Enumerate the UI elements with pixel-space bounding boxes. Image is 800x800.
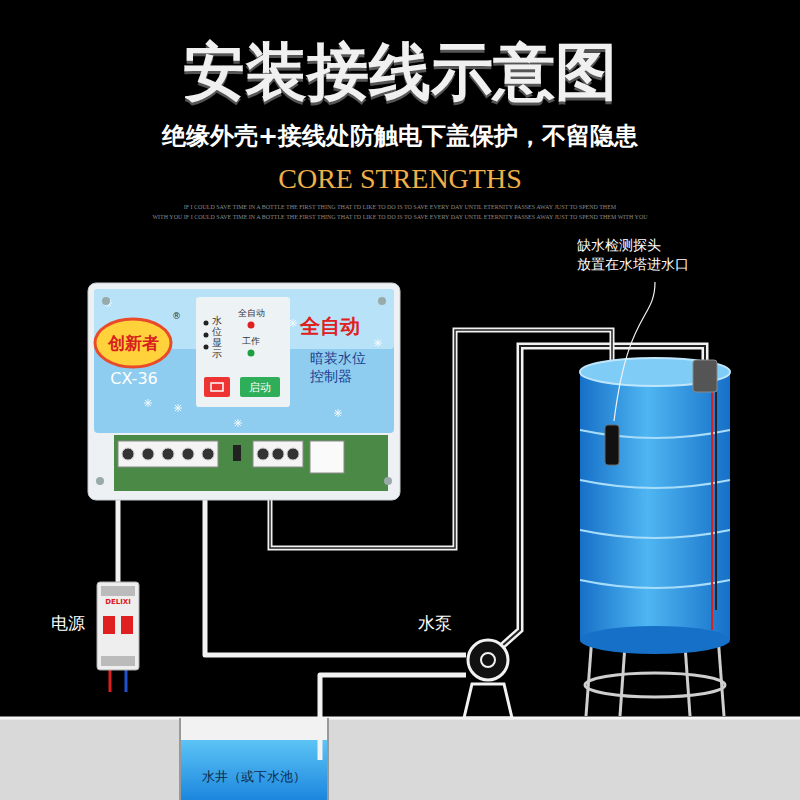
suction-pipe [318, 718, 323, 760]
wire [116, 500, 121, 582]
terminal [101, 586, 135, 596]
subtitle: 绝缘外壳+接线处防触电下盖保护，不留隐患 [0, 120, 800, 152]
terminal-screw [272, 448, 284, 460]
well-wall [327, 718, 329, 800]
outline [95, 582, 141, 670]
mount-hole [96, 477, 104, 485]
well-water [180, 740, 328, 800]
outline [466, 638, 510, 682]
breaker-body [97, 582, 139, 670]
part-label: 电源 [51, 612, 85, 635]
watermark: WITH YOU IF I COULD SAVE TIME IN A BOTTL… [0, 214, 800, 220]
indicator-label: 工作 [242, 335, 260, 348]
start-button: 启动 [240, 377, 280, 397]
controller-box: 创新者 CX-36 水位显示 全自动工作 全自动暗装水位控制器 ® 启动 [88, 283, 400, 500]
snowflake [334, 409, 342, 417]
tank-cap [693, 360, 717, 392]
well-shaft [180, 718, 328, 800]
front-panel [94, 289, 394, 433]
button-icon [211, 383, 223, 391]
toggle [121, 616, 133, 634]
led [204, 333, 209, 338]
probe [605, 425, 619, 465]
mount-hole [378, 297, 386, 305]
title: 安装接线示意图 [0, 30, 800, 114]
snowflake [174, 404, 182, 412]
led [248, 322, 255, 329]
wire [205, 500, 466, 655]
wire [320, 675, 466, 718]
brand-label: DELIXI [95, 598, 141, 606]
terminal-block [118, 441, 218, 467]
power-wire [109, 670, 112, 692]
pump-base [464, 684, 512, 718]
stop-button [204, 377, 230, 397]
pump-housing [468, 640, 508, 680]
part-label: 水井（或下水池） [180, 768, 328, 786]
terminal-screw [202, 448, 214, 460]
button-label: 启动 [240, 380, 280, 395]
logo-text: 创新者 [96, 332, 170, 355]
ground-edge [0, 717, 800, 720]
terminal-screw [182, 448, 194, 460]
water-tower [580, 358, 730, 654]
circuit-breaker: 电源DELIXI [95, 582, 141, 670]
terminal-block [253, 441, 303, 467]
well-wall [179, 718, 181, 800]
snowflake [234, 419, 242, 427]
led [248, 350, 255, 357]
indicator-label: 全自动 [238, 307, 265, 320]
terminal-screw [287, 448, 299, 460]
trademark: ® [172, 311, 181, 321]
indicator-label: 水位显示 [212, 315, 222, 359]
mount-hole [384, 477, 392, 485]
terminal-screw [257, 448, 269, 460]
terminal-screw [142, 448, 154, 460]
led [204, 321, 209, 326]
led [204, 345, 209, 350]
terminal-screw [162, 448, 174, 460]
mount-hole [102, 297, 110, 305]
part-label: 水泵 [418, 612, 452, 635]
logo [95, 319, 171, 367]
water-pump: 水泵 [466, 638, 510, 682]
snowflake [144, 399, 152, 407]
ground [0, 718, 800, 800]
toggle [103, 616, 115, 634]
snowflake [289, 319, 297, 327]
watermark: IF I COULD SAVE TIME IN A BOTTLE THE FIR… [0, 204, 800, 210]
terminal-screw [122, 448, 134, 460]
power-wire [125, 670, 128, 692]
button-face [240, 377, 280, 397]
product-label: 全自动 [300, 313, 360, 340]
dip-switch [233, 445, 241, 461]
circuit-board [114, 435, 388, 491]
housing [88, 283, 400, 500]
product-label: 暗装水位控制器 [310, 349, 374, 385]
pump-impeller [481, 653, 495, 667]
outline [180, 718, 328, 800]
snowflake [374, 339, 382, 347]
callout: 缺水检测探头 放置在水塔进水口 [577, 236, 717, 274]
socket [310, 441, 344, 473]
model-number: CX-36 [98, 369, 170, 388]
heading: CORE STRENGTHS [0, 163, 800, 195]
leader-line [614, 282, 655, 421]
terminal [101, 656, 135, 666]
well: 水井（或下水池） [180, 718, 328, 800]
indicator-panel [196, 297, 290, 407]
